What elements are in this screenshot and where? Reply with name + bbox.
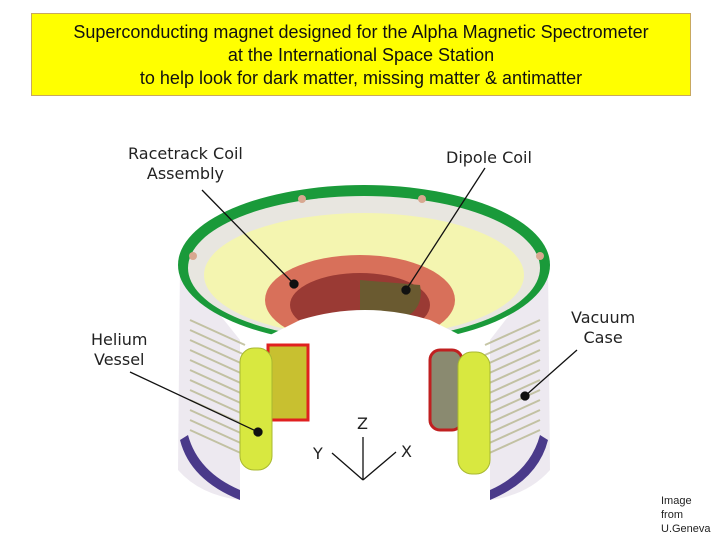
- left-block: [266, 343, 310, 422]
- right-block: [428, 348, 464, 432]
- label-line: Helium: [91, 330, 148, 349]
- helium-vessel-panel-right: [457, 351, 491, 475]
- axis-triad: [331, 437, 397, 481]
- label-line: Dipole Coil: [446, 148, 532, 167]
- title-line-1: Superconducting magnet designed for the …: [73, 22, 649, 42]
- label-dipole-coil: Dipole Coil: [446, 148, 532, 168]
- label-line: Vessel: [93, 350, 145, 369]
- credit-line: U.Geneva: [661, 523, 711, 535]
- label-racetrack-coil: Racetrack Coil Assembly: [128, 144, 243, 184]
- label-line: Racetrack Coil: [128, 144, 243, 163]
- axis-y-label: Y: [313, 444, 323, 463]
- axis-x-label: X: [401, 442, 412, 461]
- credit-line: from: [661, 509, 683, 521]
- title-banner: Superconducting magnet designed for the …: [31, 13, 691, 96]
- image-credit: Image from U.Geneva: [661, 494, 711, 536]
- cylinder-body: [178, 265, 550, 500]
- label-helium-vessel: Helium Vessel: [91, 330, 148, 370]
- label-line: Case: [583, 328, 623, 347]
- title-line-3: to help look for dark matter, missing ma…: [139, 68, 583, 88]
- axis-z-label: Z: [357, 414, 368, 433]
- helium-vessel-panel-left: [239, 347, 273, 471]
- label-vacuum-case: Vacuum Case: [571, 308, 635, 348]
- title-line-2: at the International Space Station: [227, 45, 495, 65]
- credit-line: Image: [661, 495, 692, 507]
- label-line: Vacuum: [571, 308, 636, 327]
- label-line: Assembly: [146, 164, 224, 183]
